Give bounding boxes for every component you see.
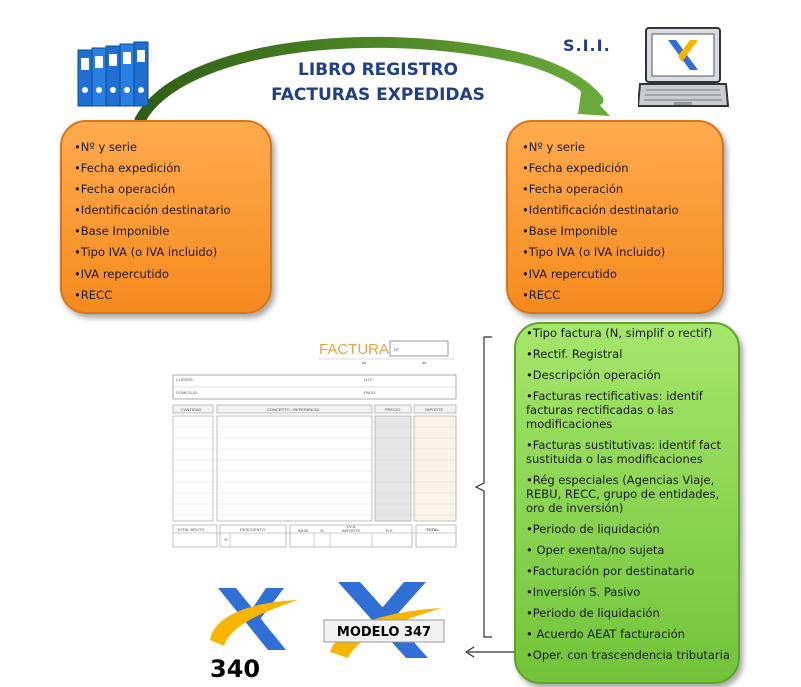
list-item: •IVA repercutido <box>522 266 617 281</box>
list-item: •Tipo IVA (o IVA incluido) <box>522 245 666 260</box>
invoice-descuento-label: DESCUENTO <box>240 527 265 532</box>
title-line-2: FACTURAS EXPEDIDAS <box>271 85 485 105</box>
laptop-aeat-icon <box>638 27 730 107</box>
invoice-pct2-label: % <box>320 528 324 533</box>
list-item: •Periodo de liquidación <box>526 606 660 620</box>
binders-icon <box>77 41 149 107</box>
invoice-number-label: Nº <box>394 347 399 352</box>
invoice-pago-label: PAGO: <box>364 390 376 395</box>
logo-347-text: MODELO 347 <box>337 625 431 640</box>
right-fields-box: •Nº y serie •Fecha expedición •Fecha ope… <box>506 120 724 314</box>
list-item: •Rég especiales (Agencias Viaje, REBU, R… <box>526 473 720 515</box>
list-item: • Oper exenta/no sujeta <box>526 543 665 557</box>
invoice-iva-label: I.V.A. <box>347 524 356 529</box>
return-arrow <box>464 646 520 658</box>
aeat-logo-340: 340 <box>210 588 298 682</box>
invoice-total-bruto-label: TOTAL BRUTO <box>177 527 204 532</box>
list-item: •Oper. con trascendencia tributaria <box>526 648 730 662</box>
logo-340-text: 340 <box>210 655 260 682</box>
invoice-de-label: de <box>422 360 427 365</box>
invoice-base-label: BASE <box>298 528 309 533</box>
list-item: •Facturas rectificativas: identif factur… <box>526 389 703 431</box>
list-item: •Fecha operación <box>74 182 176 197</box>
list-item: •Identificación destinatario <box>522 203 679 218</box>
list-item: •Nº y serie <box>74 140 137 154</box>
list-item: •Nº y serie <box>522 140 585 154</box>
list-item: •Facturación por destinatario <box>526 564 695 578</box>
invoice-importe2-label: IMPORTE <box>342 528 360 533</box>
invoice-precio-label: PRECIO <box>385 407 400 412</box>
list-item: •IVA repercutido <box>74 266 169 281</box>
list-item: •Tipo IVA (o IVA incluido) <box>74 245 218 260</box>
list-item: •Fecha expedición <box>74 161 181 176</box>
list-item: •Rectif. Registral <box>526 347 623 361</box>
list-item: •Fecha expedición <box>522 161 629 176</box>
list-item: •Identificación destinatario <box>74 203 231 218</box>
list-item: •Base Imponible <box>522 224 618 239</box>
invoice-pct-label: % <box>224 537 228 542</box>
aeat-logo-347: MODELO 347 <box>323 582 445 658</box>
invoice-de-label: de <box>362 360 367 365</box>
title-line-1: LIBRO REGISTRO <box>298 60 458 80</box>
invoice-concepto-label: CONCEPTO - REFERENCIA <box>267 407 319 412</box>
list-item: •Fecha operación <box>522 182 624 197</box>
invoice-form: FACTURA Nº de de CLIENTE: N.I.F.: DOMICI… <box>172 340 457 548</box>
list-item: •Facturas sustitutivas: identif fact sus… <box>526 438 721 466</box>
invoice-cantidad-label: CANTIDAD <box>181 407 202 412</box>
list-item: •Descripción operación <box>526 368 661 382</box>
flow-arrow <box>134 36 610 126</box>
list-item: •Base Imponible <box>74 224 170 239</box>
invoice-nif-label: N.I.F.: <box>364 377 374 382</box>
diagram-title: LIBRO REGISTRO FACTURAS EXPEDIDAS <box>228 58 528 108</box>
invoice-importe-label: IMPORTE <box>425 407 443 412</box>
invoice-domicilio-label: DOMICILIO: <box>176 390 198 395</box>
list-item: • Acuerdo AEAT facturación <box>526 627 685 641</box>
invoice-cliente-label: CLIENTE: <box>176 377 194 382</box>
list-item: •Inversión S. Pasivo <box>526 585 641 599</box>
list-item: •Tipo factura (N, simplif o rectif) <box>526 326 713 340</box>
invoice-title: FACTURA <box>319 341 389 358</box>
invoice-re-label: R.E. <box>386 528 394 533</box>
list-item: •Periodo de liquidación <box>526 522 660 536</box>
list-item: •RECC <box>74 287 113 302</box>
sii-label: S.I.I. <box>563 36 611 55</box>
additional-fields-box: •Tipo factura (N, simplif o rectif) •Rec… <box>514 322 740 684</box>
invoice-total-label: TOTAL <box>426 527 440 532</box>
left-fields-box: •Nº y serie •Fecha expedición •Fecha ope… <box>60 120 272 314</box>
brace-connector <box>474 336 492 638</box>
list-item: •RECC <box>522 287 561 302</box>
